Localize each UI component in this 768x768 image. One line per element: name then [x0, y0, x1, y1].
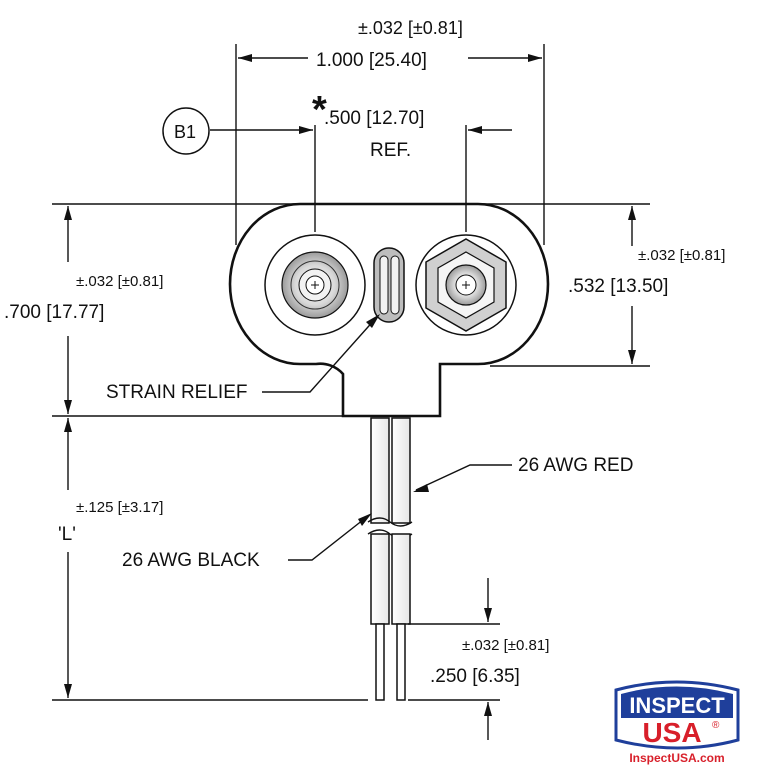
- black-wire-label: 26 AWG BLACK: [122, 550, 260, 571]
- strip-length-value: .250 [6.35]: [430, 666, 520, 687]
- connector-body: [228, 202, 550, 418]
- width-value: 1.000 [25.40]: [316, 50, 427, 71]
- height-value: .700 [17.77]: [4, 302, 104, 323]
- ref-asterisk: *: [312, 89, 327, 131]
- strain-relief-label: STRAIN RELIEF: [106, 382, 247, 403]
- width-tolerance: ±.032 [±0.81]: [358, 18, 463, 38]
- lead-tolerance: ±.125 [±3.17]: [76, 499, 163, 516]
- leader-lines: [262, 314, 512, 561]
- right-height-value: .532 [13.50]: [568, 276, 668, 297]
- strip-length-dimension: [408, 578, 500, 740]
- logo-line2: USA: [642, 717, 701, 748]
- strip-tolerance: ±.032 [±0.81]: [462, 637, 549, 654]
- logo-line1: INSPECT: [629, 693, 725, 718]
- strain-relief-slot: [373, 247, 405, 323]
- logo-url: InspectUSA.com: [629, 751, 724, 765]
- lead-length-label: 'L': [58, 524, 76, 545]
- left-snap-terminal: [264, 234, 366, 336]
- inspect-usa-logo: INSPECT USA ® InspectUSA.com: [614, 680, 740, 765]
- right-height-tolerance: ±.032 [±0.81]: [638, 247, 725, 264]
- lead-length-dimension: [52, 418, 368, 701]
- height-tolerance: ±.032 [±0.81]: [76, 273, 163, 290]
- lead-wires: [367, 417, 413, 701]
- width-dimension: [235, 44, 545, 245]
- ref-distance: .500 [12.70]: [324, 108, 424, 129]
- ref-label: REF.: [370, 140, 411, 161]
- logo-registered: ®: [712, 720, 720, 731]
- right-snap-terminal: [415, 234, 517, 336]
- ref-dimension: [162, 107, 512, 232]
- height-dimension: [52, 203, 343, 417]
- right-height-dimension: [480, 203, 650, 367]
- balloon-label: B1: [174, 122, 196, 142]
- red-wire-label: 26 AWG RED: [518, 455, 633, 476]
